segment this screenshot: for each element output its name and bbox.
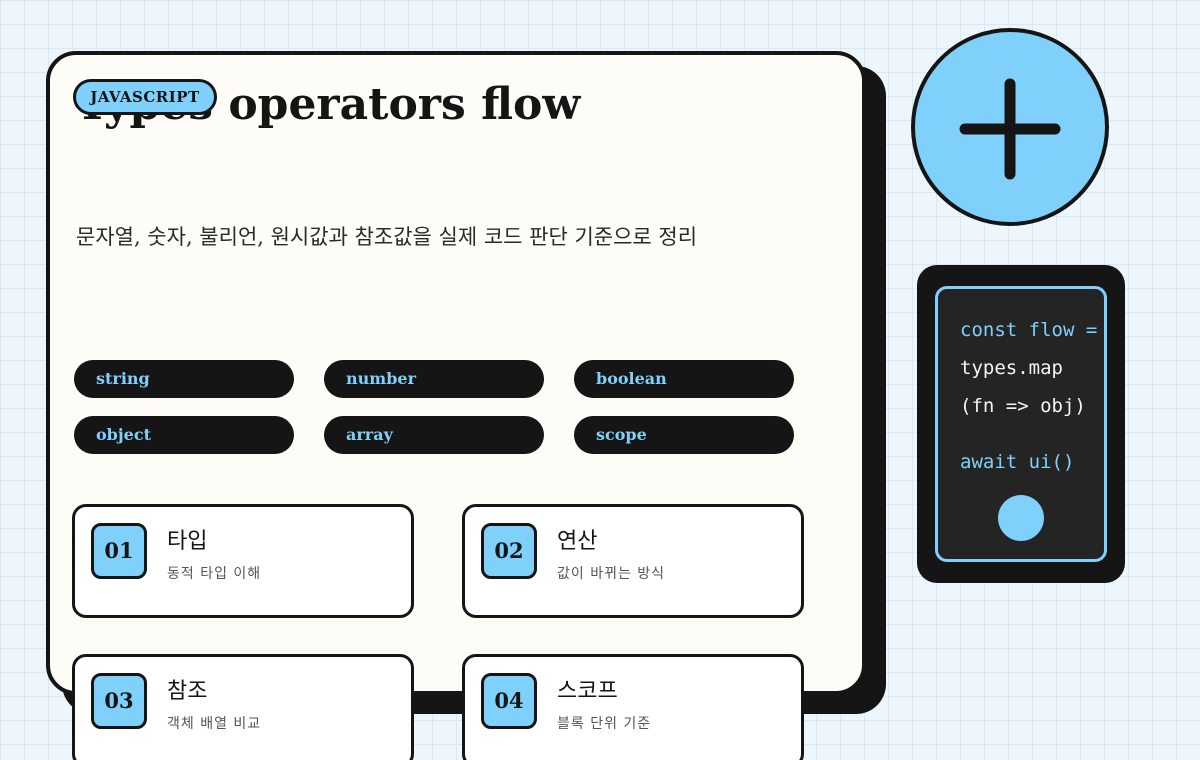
- chip-string[interactable]: string: [74, 360, 294, 398]
- topic-description: 값이 바뀌는 방식: [557, 566, 666, 582]
- topic-description: 동적 타입 이해: [167, 566, 262, 582]
- topic-number: 01: [91, 523, 147, 579]
- code-preview-screen: const flow = types.map (fn => obj) await…: [935, 286, 1107, 562]
- page-subtitle: 문자열, 숫자, 불리언, 원시값과 참조값을 실제 코드 판단 기준으로 정리: [76, 225, 698, 249]
- topic-title: 참조: [167, 679, 208, 704]
- topic-description: 객체 배열 비교: [167, 716, 262, 732]
- code-line: await ui(): [960, 451, 1075, 473]
- topic-number: 02: [481, 523, 537, 579]
- topic-title: 스코프: [557, 679, 618, 704]
- topic-title: 타입: [167, 529, 208, 554]
- run-indicator-dot[interactable]: [998, 495, 1044, 541]
- add-button[interactable]: [911, 28, 1109, 226]
- chip-boolean[interactable]: boolean: [574, 360, 794, 398]
- topic-description: 블록 단위 기준: [557, 716, 652, 732]
- chip-number[interactable]: number: [324, 360, 544, 398]
- code-line: (fn => obj): [960, 395, 1086, 417]
- category-tag[interactable]: JAVASCRIPT: [73, 79, 217, 115]
- chip-object[interactable]: object: [74, 416, 294, 454]
- topic-title: 연산: [557, 529, 598, 554]
- code-preview-device: const flow = types.map (fn => obj) await…: [917, 265, 1125, 583]
- topic-card-references[interactable]: 03 참조 객체 배열 비교: [72, 654, 414, 760]
- plus-icon: [959, 78, 1061, 180]
- topic-card-types[interactable]: 01 타입 동적 타입 이해: [72, 504, 414, 618]
- topic-number: 04: [481, 673, 537, 729]
- topic-card-operators[interactable]: 02 연산 값이 바뀌는 방식: [462, 504, 804, 618]
- code-line: const flow =: [960, 319, 1098, 341]
- topic-number: 03: [91, 673, 147, 729]
- code-line: types.map: [960, 357, 1063, 379]
- topic-card-scope[interactable]: 04 스코프 블록 단위 기준: [462, 654, 804, 760]
- chip-scope[interactable]: scope: [574, 416, 794, 454]
- chip-array[interactable]: array: [324, 416, 544, 454]
